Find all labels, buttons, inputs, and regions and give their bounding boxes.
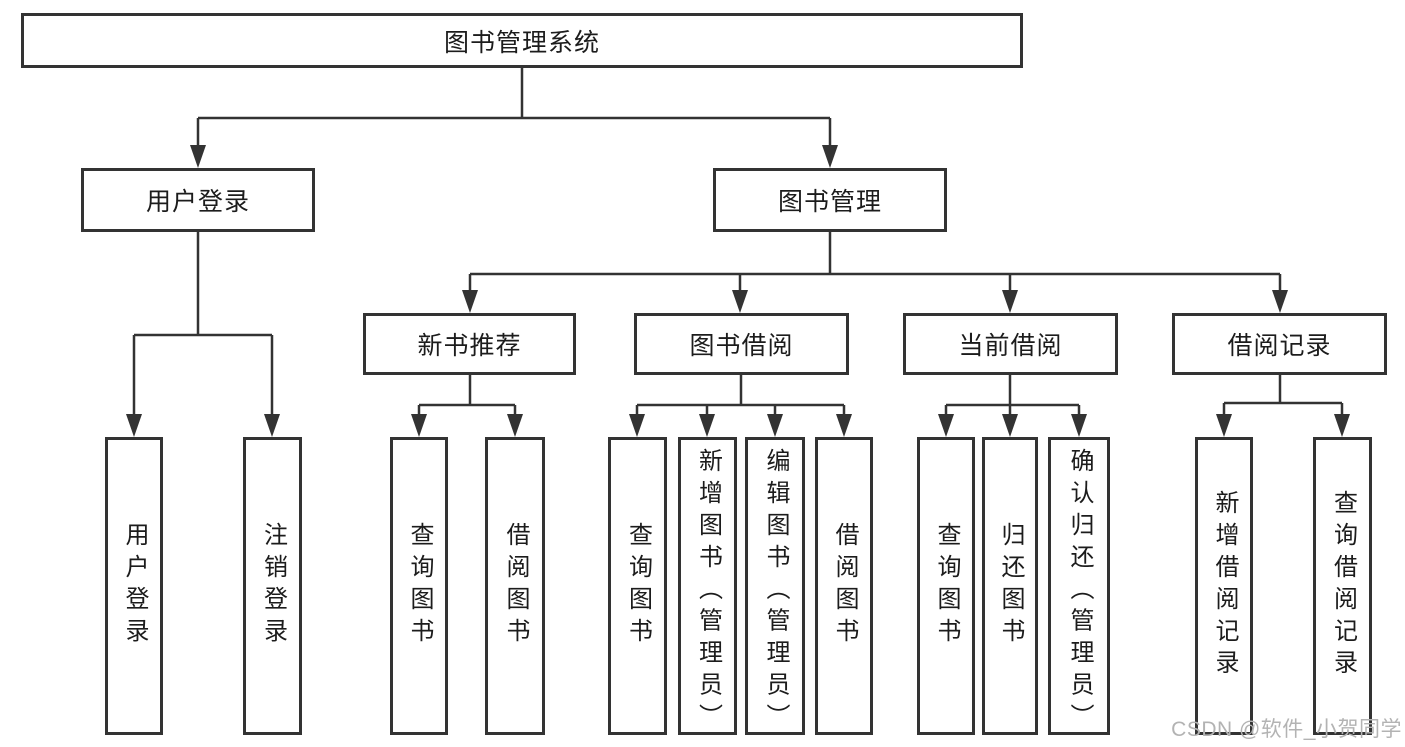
node-borrowing-records: 借阅记录: [1172, 313, 1387, 375]
arrowhead: [1002, 414, 1018, 437]
arrowhead: [462, 290, 478, 313]
node-label: 查询图书: [406, 522, 433, 650]
node-label: 借阅记录: [1227, 332, 1332, 360]
arrowhead: [264, 414, 280, 437]
node-book-borrowing: 图书借阅: [634, 313, 849, 375]
leaf-logout: 注销登录: [243, 437, 302, 735]
node-new-book-recommendation: 新书推荐: [363, 313, 576, 375]
node-label: 当前借阅: [958, 332, 1063, 360]
node-current-borrowing: 当前借阅: [903, 313, 1118, 375]
leaf-return-books: 归还图书: [982, 437, 1038, 735]
leaf-query-books-current: 查询图书: [917, 437, 975, 735]
arrowhead: [629, 414, 645, 437]
node-label: 图书借阅: [689, 332, 794, 360]
arrowhead: [190, 145, 206, 168]
arrowhead: [822, 145, 838, 168]
arrowhead: [1334, 414, 1350, 437]
node-label: 新书推荐: [417, 332, 522, 360]
leaf-edit-book-admin: 编辑图书（管理员）: [745, 437, 805, 735]
leaf-borrow-books-recommendation: 借阅图书: [485, 437, 545, 735]
leaf-add-borrow-record: 新增借阅记录: [1195, 437, 1253, 735]
node-library-management-system: 图书管理系统: [21, 13, 1023, 68]
arrowhead: [411, 414, 427, 437]
leaf-query-books-recommendation: 查询图书: [390, 437, 448, 735]
node-user-login: 用户登录: [81, 168, 315, 232]
node-label: 图书管理: [777, 188, 882, 216]
leaf-query-borrow-record: 查询借阅记录: [1313, 437, 1372, 735]
arrowhead: [1272, 290, 1288, 313]
connector-newbookrec-to-leaves: [417, 375, 517, 416]
node-label: 确认归还（管理员）: [1066, 448, 1093, 736]
arrowhead: [1002, 290, 1018, 313]
connector-branch-level2: [196, 116, 832, 147]
node-label: 用户登录: [121, 522, 148, 650]
node-label: 借阅图书: [502, 522, 529, 650]
arrowhead: [767, 414, 783, 437]
arrowhead: [732, 290, 748, 313]
arrowhead: [507, 414, 523, 437]
node-book-management: 图书管理: [713, 168, 947, 232]
leaf-borrow-books: 借阅图书: [815, 437, 873, 735]
node-label: 注销登录: [259, 522, 287, 650]
node-label: 新增图书（管理员）: [694, 448, 722, 736]
arrowhead: [1216, 414, 1232, 437]
connector-currentborrow-to-leaves: [944, 375, 1081, 416]
node-label: 图书管理系统: [443, 28, 600, 57]
node-label: 查询图书: [624, 522, 652, 650]
node-label: 借阅图书: [831, 522, 858, 650]
connector-borrowrecord-to-leaves: [1222, 375, 1344, 416]
connector-userlogin-to-leaves: [132, 232, 274, 416]
leaf-query-books-borrowing: 查询图书: [608, 437, 667, 735]
arrowhead: [836, 414, 852, 437]
connector-bookborrow-to-leaves: [635, 375, 846, 416]
node-label: 查询图书: [933, 522, 960, 650]
arrowhead: [126, 414, 142, 437]
node-label: 归还图书: [997, 522, 1024, 650]
leaf-confirm-return-admin: 确认归还（管理员）: [1048, 437, 1110, 735]
connector-bookmgmt-to-level3: [468, 232, 1282, 292]
leaf-add-book-admin: 新增图书（管理员）: [678, 437, 737, 735]
node-label: 查询借阅记录: [1329, 490, 1357, 682]
node-label: 编辑图书（管理员）: [762, 448, 789, 736]
arrowhead: [699, 414, 715, 437]
node-label: 新增借阅记录: [1211, 490, 1238, 682]
arrowhead: [1071, 414, 1087, 437]
leaf-user-login: 用户登录: [105, 437, 163, 735]
arrowhead: [938, 414, 954, 437]
csdn-watermark: CSDN @软件_小贺同学: [1171, 718, 1402, 741]
node-label: 用户登录: [145, 188, 250, 216]
